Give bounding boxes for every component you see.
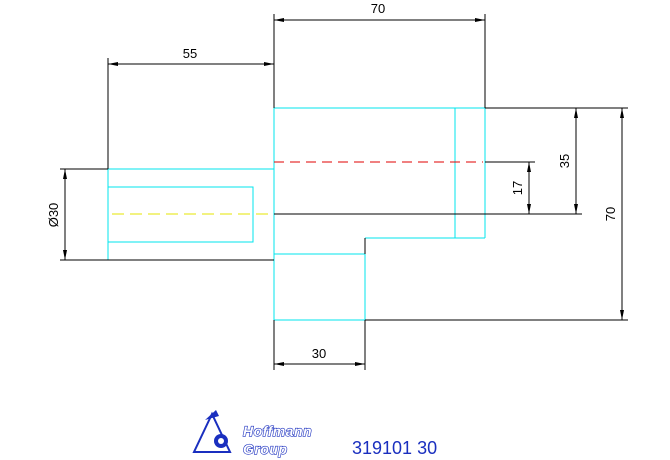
bore-outline [107, 186, 254, 243]
arrow [574, 204, 578, 214]
arrow [620, 310, 624, 320]
dim-label-top: 70 [371, 1, 385, 16]
dimension-lines [60, 14, 628, 370]
logo-wheel-hub [218, 438, 224, 444]
hoffmann-group-logo: Hoffmann Group [192, 410, 312, 458]
logo-text-line2: Group [243, 441, 288, 457]
arrow [63, 250, 67, 260]
arrow [264, 62, 274, 66]
logo-triangle [192, 411, 232, 453]
dim-label-55: 55 [183, 46, 197, 61]
arrow [475, 18, 485, 22]
part-number: 319101 30 [352, 438, 437, 458]
arrow [63, 169, 67, 179]
logo-icon [192, 410, 232, 453]
arrow [527, 204, 531, 214]
dim-label-30: 30 [312, 346, 326, 361]
arrow [274, 362, 284, 366]
dim-label-70-right: 70 [603, 207, 618, 221]
arrow [274, 18, 284, 22]
arrowheads [63, 18, 624, 366]
dim-label-diameter: Ø30 [46, 203, 61, 228]
logo-text-line1: Hoffmann [243, 423, 312, 439]
arrow [574, 108, 578, 118]
dim-label-17: 17 [510, 181, 525, 195]
dim-label-35: 35 [557, 154, 572, 168]
arrow [620, 108, 624, 118]
logo-arrow [205, 410, 219, 420]
arrow [108, 62, 118, 66]
arrow [355, 362, 365, 366]
arrow [527, 162, 531, 172]
